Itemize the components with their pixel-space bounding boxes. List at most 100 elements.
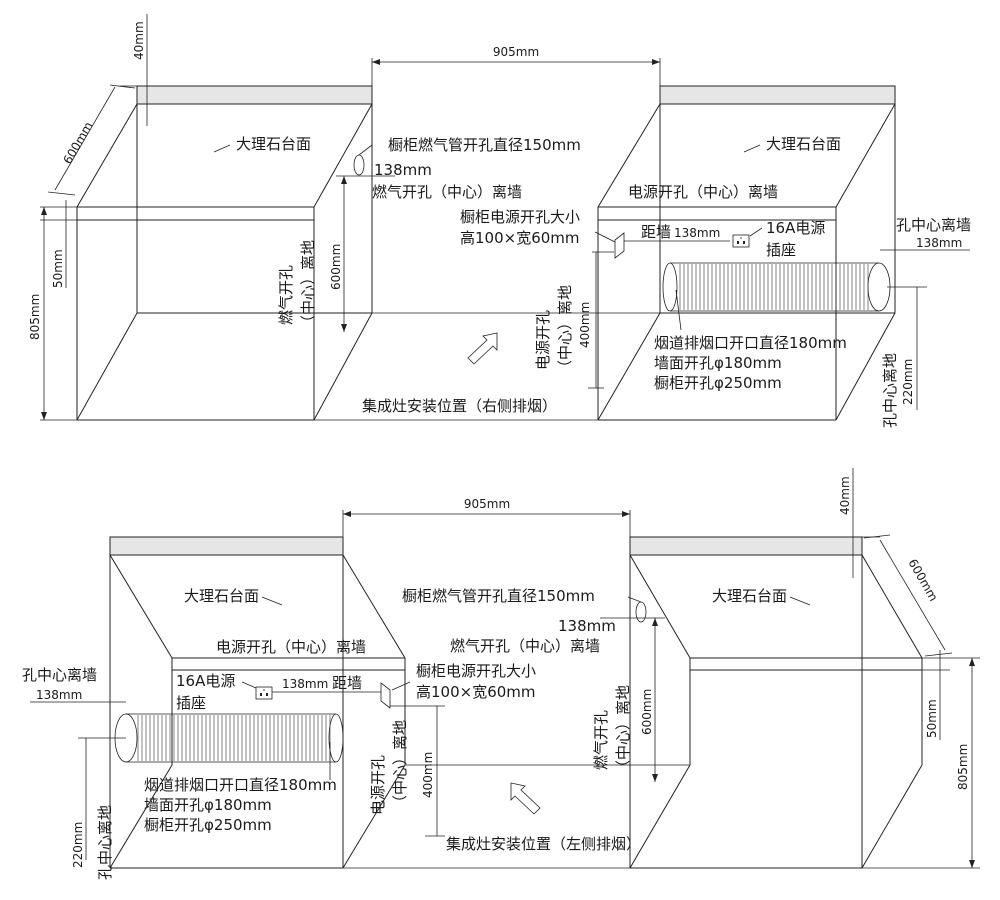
top-depth-dimension: 600mm xyxy=(47,84,136,196)
bottom-cab-power-1: 橱柜电源开孔大小 xyxy=(416,662,536,680)
top-marble-right-arrow xyxy=(743,144,761,153)
top-width-label: 905mm xyxy=(493,45,539,59)
bottom-flue-2: 墙面开孔φ180mm xyxy=(144,796,272,814)
bottom-dist-wall: 距墙 xyxy=(332,674,362,692)
top-hole-220: 220mm xyxy=(901,359,915,405)
bottom-marble-left-arrow xyxy=(261,596,283,606)
top-flue-2: 墙面开孔φ180mm xyxy=(654,354,782,372)
bottom-gas-wall: 燃气开孔（中心）离墙 xyxy=(450,637,600,655)
top-socket-leader xyxy=(749,227,763,237)
bottom-gas-138: 138mm xyxy=(558,617,616,635)
bottom-right-cabinet xyxy=(629,536,923,869)
top-thickness-label: 40mm xyxy=(132,21,146,60)
bottom-cab-power-2: 高100×宽60mm xyxy=(416,683,536,701)
top-power-floor-2: （中心）离地 xyxy=(556,285,574,375)
top-power-height-dimension: 400mm 电源开孔 （中心）离地 xyxy=(534,251,614,389)
bottom-width-dimension: 905mm xyxy=(342,497,631,537)
bottom-flue-1: 烟道排烟口开口直径180mm xyxy=(144,776,337,794)
top-socket-1: 16A电源 xyxy=(766,219,825,237)
top-dist-138: 138mm xyxy=(674,226,720,240)
bottom-socket-leader xyxy=(241,681,257,689)
bottom-marble-right-arrow xyxy=(789,596,811,606)
bottom-gas-600: 600mm xyxy=(640,689,654,735)
bottom-socket-1: 16A电源 xyxy=(176,672,235,690)
top-width-dimension: 905mm xyxy=(371,45,661,86)
bottom-hole-220: 220mm xyxy=(71,822,85,868)
top-height-label: 805mm xyxy=(28,294,42,340)
bottom-hole-floor: 孔中心离地 xyxy=(96,805,114,880)
top-slab-thickness-dimension: 40mm xyxy=(120,14,160,126)
bottom-hole-138: 138mm xyxy=(36,688,82,702)
top-marble-right-label: 大理石台面 xyxy=(766,135,841,153)
bottom-hole-center-wall: 孔中心离墙 xyxy=(22,666,97,684)
top-gas-wall: 燃气开孔（中心）离墙 xyxy=(372,183,522,201)
top-power-floor-1: 电源开孔 xyxy=(534,310,552,370)
top-flue-3: 橱柜开孔φ250mm xyxy=(654,374,782,392)
bottom-power-wall: 电源开孔（中心）离墙 xyxy=(216,638,366,656)
bottom-gas-floor-2: （中心）离地 xyxy=(614,685,632,775)
bottom-dist-138: 138mm xyxy=(282,677,328,691)
top-gas-floor-1: 燃气开孔 xyxy=(277,265,295,325)
top-marble-left-label: 大理石台面 xyxy=(236,135,311,153)
top-hole-center-wall: 孔中心离墙 xyxy=(896,216,971,234)
top-socket-2: 插座 xyxy=(766,241,796,259)
bottom-height-label: 805mm xyxy=(956,744,970,790)
top-marble-left-arrow xyxy=(213,144,231,153)
top-gas-floor-2: （中心）离地 xyxy=(299,240,317,330)
bottom-flue-3: 橱柜开孔φ250mm xyxy=(144,816,272,834)
top-diagram: 905mm 40mm 600mm 50mm 805mm 大 xyxy=(28,14,971,428)
bottom-backsplash-label: 50mm xyxy=(925,699,939,738)
top-backsplash-label: 50mm xyxy=(51,249,65,288)
bottom-flue-pipe xyxy=(114,713,344,763)
bottom-thickness-label: 40mm xyxy=(838,476,852,515)
top-dist-wall: 距墙 xyxy=(641,223,671,241)
top-cab-power-2: 高100×宽60mm xyxy=(460,229,580,247)
top-power-400: 400mm xyxy=(578,302,592,348)
top-cab-power-leader xyxy=(594,231,616,243)
bottom-gas-floor-1: 燃气开孔 xyxy=(592,710,610,770)
bottom-cab-power-leader xyxy=(391,681,411,691)
bottom-power-floor-1: 电源开孔 xyxy=(369,755,387,815)
top-pipe-ribs xyxy=(679,264,869,310)
bottom-power-400: 400mm xyxy=(421,752,435,798)
top-gas-138: 138mm xyxy=(374,161,432,179)
bottom-socket-2: 插座 xyxy=(176,694,206,712)
top-hole-floor: 孔中心离地 xyxy=(881,353,899,428)
bottom-power-height-dimension: 400mm 电源开孔 （中心）离地 xyxy=(369,705,445,837)
bottom-install-arrow-icon xyxy=(510,782,541,815)
bottom-power-floor-2: （中心）离地 xyxy=(391,720,409,810)
top-gas-600: 600mm xyxy=(329,244,343,290)
top-hole-138: 138mm xyxy=(916,236,962,250)
bottom-diagram: 905mm 40mm 600mm 50mm 805mm 大 xyxy=(22,468,980,880)
bottom-width-label: 905mm xyxy=(464,497,510,511)
top-gas-hole-label: 橱柜燃气管开孔直径150mm xyxy=(388,136,581,154)
top-flue-pipe xyxy=(662,262,891,312)
bottom-marble-left-label: 大理石台面 xyxy=(184,587,259,605)
top-cab-power-1: 橱柜电源开孔大小 xyxy=(460,208,580,226)
top-power-wall: 电源开孔（中心）离墙 xyxy=(628,183,778,201)
bottom-gas-hole-icon xyxy=(635,601,647,623)
bottom-depth-dimension: 600mm xyxy=(863,534,953,657)
top-height-dimensions: 50mm 805mm xyxy=(28,200,77,421)
top-left-cabinet xyxy=(76,85,373,421)
bottom-depth-label: 600mm xyxy=(905,557,940,604)
top-right-cabinet xyxy=(597,85,896,421)
top-install-label: 集成灶安装位置（右侧排烟） xyxy=(362,397,557,415)
top-cab-power-hole-icon xyxy=(614,232,625,259)
top-flue-leader xyxy=(675,289,682,331)
bottom-pipe-ribs xyxy=(137,715,331,761)
top-gas-hole: 橱柜燃气管开孔直径150mm 138mm 燃气开孔（中心）离墙 600mm 燃气… xyxy=(277,136,581,332)
bottom-marble-right-label: 大理石台面 xyxy=(712,587,787,605)
top-gas-hole-icon xyxy=(353,154,365,176)
top-install-arrow-icon xyxy=(467,332,498,365)
top-socket-icon xyxy=(732,234,750,248)
bottom-gas-hole: 橱柜燃气管开孔直径150mm 138mm 燃气开孔（中心）离墙 600mm 燃气… xyxy=(402,587,665,782)
top-flue-1: 烟道排烟口开口直径180mm xyxy=(654,334,847,352)
bottom-height-dimensions: 50mm 805mm xyxy=(862,650,980,869)
bottom-left-cabinet xyxy=(109,536,406,869)
bottom-install-label: 集成灶安装位置（左侧排烟） xyxy=(446,835,641,853)
top-depth-label: 600mm xyxy=(60,119,95,166)
bottom-cab-power-hole-icon xyxy=(380,682,391,709)
bottom-socket-icon xyxy=(255,686,273,700)
